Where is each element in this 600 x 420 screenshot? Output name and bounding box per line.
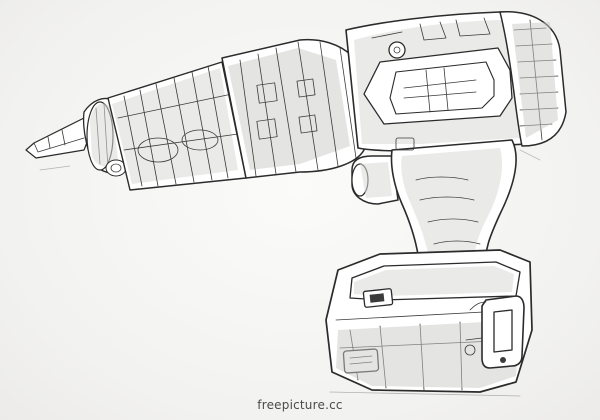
rear-vent-cap [499, 11, 567, 147]
motor-body [345, 11, 565, 152]
belt-clip [464, 295, 525, 369]
chuck [82, 97, 129, 177]
sketch-shading-strokes [39, 149, 541, 397]
trigger [351, 155, 399, 205]
clutch-collar [221, 38, 365, 179]
handle-grip [390, 137, 517, 271]
gearbox-housing [107, 61, 247, 191]
watermark-text: freepicture.cc [257, 398, 343, 412]
battery-pack [325, 249, 533, 393]
drill-bit [25, 117, 91, 159]
